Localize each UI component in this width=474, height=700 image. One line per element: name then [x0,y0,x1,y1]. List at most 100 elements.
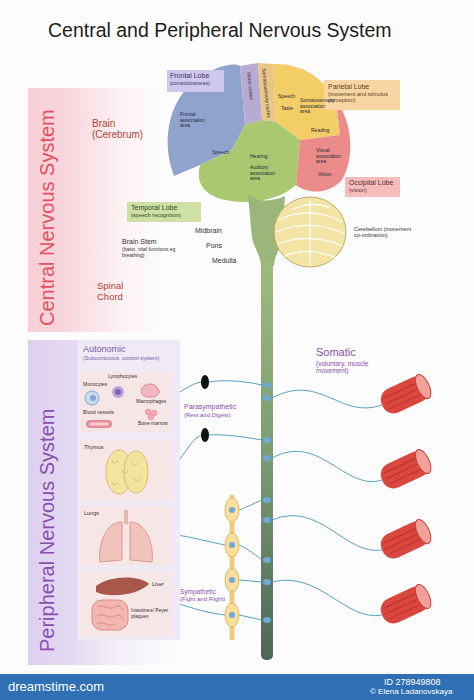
region-label: Auditory association area [250,165,284,182]
cerebellum-folds [276,200,345,266]
part-name: Midbrain [195,227,222,235]
cell-label: Bone marrow [138,421,168,427]
region-label: Visual association area [316,148,344,165]
organ-label: Thymus [84,444,104,450]
part-name: Brain (Cerebrum) [92,118,154,140]
division-name: Parasympathetic [184,403,236,411]
lobe-note: (vision) [349,187,396,193]
lobe-name: Temporal Lobe [131,204,197,212]
somatic-nerve [272,451,382,481]
lobe-label: Temporal Lobe(speech recognition) [127,202,201,222]
macrophage [141,384,159,397]
part-name: Pons [206,242,222,250]
lung [130,522,152,562]
part-name: Brain Stem [122,238,157,246]
region-label: Reading [311,128,330,134]
spinal-cord [261,262,273,660]
region-label: Taste [281,106,293,112]
para-nerve [209,435,262,440]
monocyte-core [90,395,96,401]
footer-strip [0,674,474,700]
para-nerve [209,381,262,385]
sensory-strip [258,63,276,122]
division-name: Sympathetic [180,588,216,595]
part-name: Spinal Chord [97,281,141,302]
liver [96,577,149,595]
chain-bead [225,533,239,557]
lymphocyte [112,386,124,398]
symp-nerve [239,500,262,510]
somatic-nerve [272,390,382,408]
bead-dot [229,612,235,618]
panel-heading: Autonomic [83,344,126,354]
region-label: Speech [212,150,229,156]
region-label: Frontal association area [180,112,210,129]
cord-node [263,497,271,503]
lobe-name: Parietal Lobe [328,83,396,91]
watermark: dreamstime.com [8,680,104,695]
bead-dot [229,542,235,548]
lobe-name: Frontal Lobe [170,72,221,80]
part-name: Medulla [212,257,237,265]
cord-node [263,579,271,585]
cerebellum-body [274,197,346,267]
cord-node [263,517,271,523]
cord-node [263,617,271,623]
sympathetic-chain [225,495,239,640]
muscle [377,582,434,627]
bone-marrow [145,409,157,420]
chain-bead [225,498,239,522]
muscle-body [377,448,433,493]
monocyte [85,391,99,405]
muscle [377,372,434,417]
muscle-body [377,583,433,628]
division-note: (Rest and Digest) [184,412,231,419]
ganglion [201,375,209,389]
lungs [100,510,153,562]
nerves [172,381,382,620]
lung [100,522,122,562]
thymus [106,450,148,494]
marrow-cell [148,414,154,420]
panel-note: (Subconscious, control system) [83,355,173,361]
division-note: (Fight and Flight) [180,596,225,603]
division-name: Somatic [316,346,356,358]
cord-node [263,395,271,401]
region-label: Hearing [250,154,268,160]
thymus-texture [112,460,140,485]
bead-dot [229,507,235,513]
somatic-nerve [272,516,382,551]
diagram-title: Central and Peripheral Nervous System [48,20,392,42]
muscle-end [412,582,434,611]
cell-label: Blood vessels [83,410,114,416]
band-title: Peripheral Nervous System [36,409,58,652]
blood-vessel [86,420,112,428]
blood-vessel-lumen [89,423,109,426]
intestines [92,600,128,630]
cord-node [263,382,271,388]
intestine-loops [97,606,123,625]
cell-label: Lymphocytes [108,374,137,380]
organ-label: Intestines/ Peyer plaques [131,608,169,619]
symp-nerve [239,580,262,582]
symp-nerve [239,545,262,560]
region-label: Vision [318,172,332,178]
lobe-note: (movement and stimulus perception) [328,91,396,103]
cell-label: Macrophages [136,399,166,405]
lobe-label: Frontal Lobe(consciousness) [167,70,224,92]
lobe-note: (consciousness) [170,80,221,86]
cord-nodes [263,382,271,623]
division-note: (voluntary, muscle movement) [316,360,388,375]
lymphocyte-core [115,389,121,395]
region-label: Speech [278,94,295,100]
lobe-label: Parietal Lobe(movement and stimulus perc… [324,80,400,110]
cord-node [263,437,271,443]
somatic-nerve [272,580,382,615]
muscle [377,447,434,492]
trachea [124,510,128,524]
organ-label: Lungs [84,510,99,516]
cell-label: Monocytes [83,382,107,388]
chain-bead [225,603,239,627]
